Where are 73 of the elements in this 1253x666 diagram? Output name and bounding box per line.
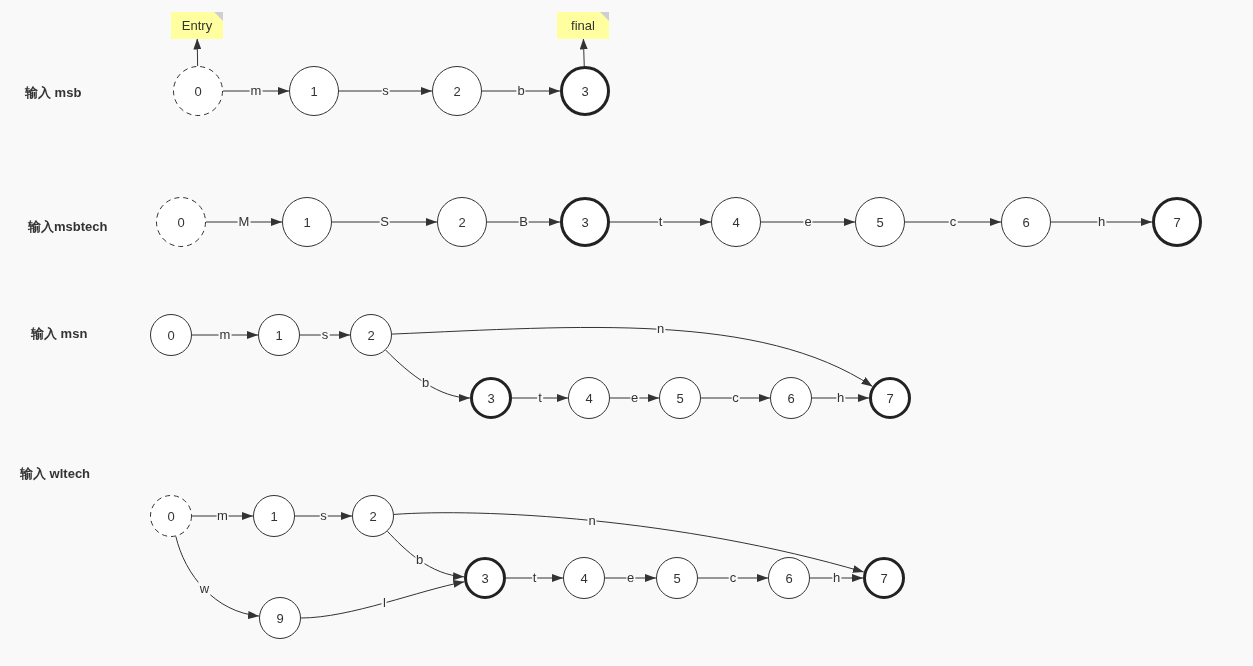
accept-state-circle: 3 <box>464 557 506 599</box>
arrow <box>175 535 260 619</box>
arrow <box>222 87 290 95</box>
edge-label: w <box>198 582 211 597</box>
arrow <box>697 574 769 582</box>
arrow <box>385 349 471 402</box>
arrow <box>809 574 864 582</box>
state-circle: 6 <box>1001 197 1051 247</box>
row-heading: 输入msbtech <box>28 219 108 235</box>
edge-label: h <box>835 391 846 405</box>
arrow <box>481 87 561 95</box>
arrow <box>486 218 561 226</box>
edge-label: h <box>831 571 842 585</box>
arrow <box>338 87 433 95</box>
state-circle: 9 <box>259 597 301 639</box>
edge-label: S <box>379 215 390 229</box>
arrow <box>393 512 865 574</box>
arrow <box>811 394 870 402</box>
start-state-circle: 0 <box>173 66 223 116</box>
accept-state-circle: 7 <box>869 377 911 419</box>
arrow <box>391 327 873 387</box>
arrow <box>294 512 353 520</box>
state-circle: 2 <box>352 495 394 537</box>
arrow <box>904 218 1002 226</box>
accept-state-circle: 7 <box>863 557 905 599</box>
state-circle: 1 <box>253 495 295 537</box>
edge-label: t <box>657 215 664 229</box>
arrow <box>700 394 771 402</box>
state-circle: 1 <box>282 197 332 247</box>
state-circle: 0 <box>150 314 192 356</box>
arrow <box>1050 218 1153 226</box>
arrow <box>386 530 465 580</box>
edge-label: b <box>516 84 526 98</box>
arrow <box>331 218 438 226</box>
state-circle: 4 <box>563 557 605 599</box>
row-heading: 输入 msb <box>25 85 82 101</box>
arrow <box>609 218 712 226</box>
accept-state-circle: 3 <box>560 197 610 247</box>
arrow <box>193 38 202 67</box>
state-circle: 5 <box>656 557 698 599</box>
state-circle: 6 <box>768 557 810 599</box>
note-box: final <box>557 11 609 39</box>
accept-state-circle: 3 <box>560 66 610 116</box>
state-circle: 5 <box>855 197 905 247</box>
edge-label: M <box>237 215 251 229</box>
arrow <box>205 218 283 226</box>
state-circle: 6 <box>770 377 812 419</box>
edge-label: h <box>1096 215 1107 229</box>
arrow <box>505 574 564 582</box>
edge-label: B <box>518 215 529 229</box>
state-circle: 4 <box>711 197 761 247</box>
edge-label: l <box>381 595 387 610</box>
accept-state-circle: 7 <box>1152 197 1202 247</box>
start-state-circle: 0 <box>150 495 192 537</box>
arrow <box>511 394 569 402</box>
arrow <box>300 580 465 619</box>
arrow <box>579 38 588 67</box>
state-circle: 4 <box>568 377 610 419</box>
arrow <box>191 331 259 339</box>
row-heading: 输入 wltech <box>20 466 91 482</box>
state-circle: 1 <box>289 66 339 116</box>
edge-label: t <box>531 571 538 585</box>
note-box: Entry <box>171 11 223 39</box>
state-circle: 2 <box>437 197 487 247</box>
arrow <box>760 218 856 226</box>
state-circle: 5 <box>659 377 701 419</box>
edge-label: t <box>537 391 543 405</box>
accept-state-circle: 3 <box>470 377 512 419</box>
start-state-circle: 0 <box>156 197 206 247</box>
state-circle: 2 <box>432 66 482 116</box>
row-heading: 输入 msn <box>31 326 88 342</box>
state-circle: 2 <box>350 314 392 356</box>
state-circle: 1 <box>258 314 300 356</box>
